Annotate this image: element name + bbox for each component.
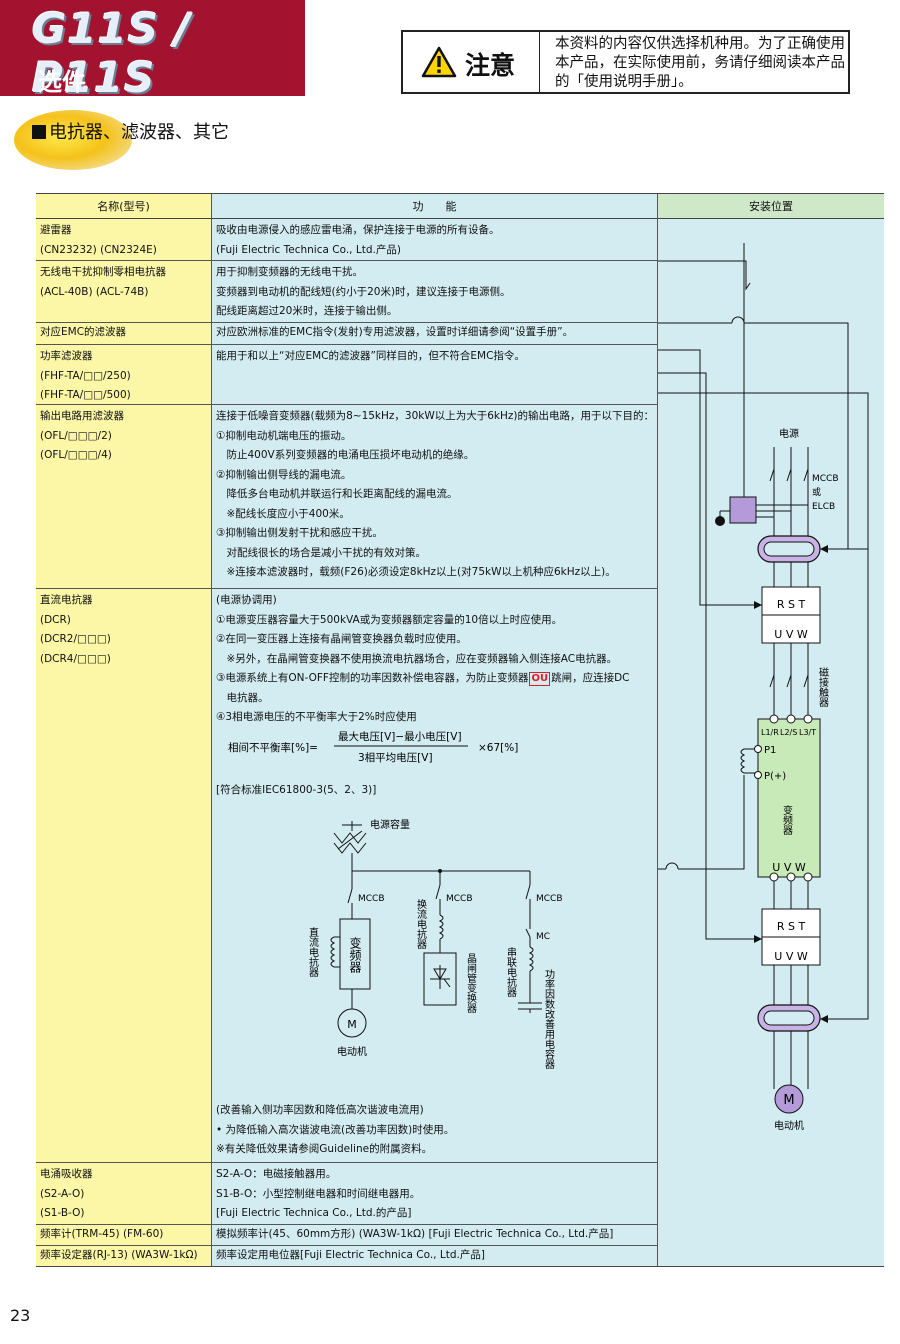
- table-row: 电涌吸收器 (S2-A-O) (S1-B-O) S2-A-O：电磁接触器用。 S…: [36, 1163, 658, 1225]
- l3t-label: L3/T: [799, 728, 816, 737]
- formula-rhs: ×67[%]: [478, 742, 518, 754]
- table-row: 直流电抗器 (DCR) (DCR2/□□□) (DCR4/□□□) (电源协调用…: [36, 589, 658, 1163]
- rst-label: R S T: [777, 598, 806, 611]
- section-decoration: [14, 110, 132, 170]
- row-name: 无线电干扰抑制零相电抗器 (ACL-40B) (ACL-74B): [36, 261, 212, 322]
- uvw-label: U V W: [774, 628, 808, 641]
- p1-label: P1: [764, 745, 776, 756]
- mccb-label: MCCB: [358, 894, 385, 904]
- row-function: S2-A-O：电磁接触器用。 S1-B-O：小型控制继电器和时间继电器用。 [F…: [212, 1163, 658, 1224]
- mccb-label: MCCB: [446, 894, 473, 904]
- motor-label: 电动机: [337, 1045, 367, 1058]
- row-function: 对应欧洲标准的EMC指令(发射)专用滤波器，设置时详细请参阅“设置手册”。: [212, 323, 658, 344]
- install-diagram: 电源 MCCB 或 ELCB R S T U V W 磁接触器 L1/R L2/…: [658, 243, 869, 1132]
- brand-banner: G11S / P11S 选件: [0, 0, 305, 102]
- row-name: 避雷器 (CN23232) (CN2324E): [36, 219, 212, 260]
- table-row: 避雷器 (CN23232) (CN2324E) 吸收由电源侵入的感应雷电涌，保护…: [36, 219, 658, 261]
- inverter-label: 变频器: [348, 936, 362, 974]
- mccb-label: MCCB: [812, 474, 839, 484]
- caution-label: 注意: [465, 51, 516, 80]
- table-row: 频率计(TRM-45) (FM-60) 模拟频率计(45、60mm方形) (WA…: [36, 1225, 658, 1246]
- table-bottom-rule: [36, 1266, 884, 1267]
- inverter-label: 变频器: [781, 804, 793, 836]
- mc-label: MC: [536, 932, 550, 942]
- warning-icon: [421, 46, 457, 78]
- power-label: 电源: [779, 427, 799, 440]
- table-row: 频率设定器(RJ-13) (WA3W-1kΩ) 频率设定用电位器[Fuji El…: [36, 1246, 658, 1266]
- unbalance-formula: 相间不平衡率[%]= 最大电压[V]−最小电压[V] 3相平均电压[V] ×67…: [228, 730, 518, 764]
- table-row: 无线电干扰抑制零相电抗器 (ACL-40B) (ACL-74B) 用于抑制变频器…: [36, 261, 658, 323]
- header-install: 安装位置: [658, 193, 884, 219]
- formula-numerator: 最大电压[V]−最小电压[V]: [338, 730, 462, 743]
- row-function: 连接于低噪音变频器(载频为8~15kHz，30kW以上为大于6kHz)的输出电路…: [212, 405, 658, 588]
- table-row: 功率滤波器 (FHF-TA/□□/250) (FHF-TA/□□/500) 能用…: [36, 345, 658, 405]
- motor-label: 电动机: [774, 1119, 804, 1132]
- table-row: 输出电路用滤波器 (OFL/□□□/2) (OFL/□□□/4) 连接于低噪音变…: [36, 405, 658, 589]
- row-name: 对应EMC的滤波器: [36, 323, 212, 344]
- row-name: 功率滤波器 (FHF-TA/□□/250) (FHF-TA/□□/500): [36, 345, 212, 404]
- dc-reactor-diagram: 电源容量 MCCB MCCB MCCB MC M 电动机 直流电抗器 变频器 换…: [307, 819, 563, 1070]
- contactor-label: 磁接触器: [817, 666, 829, 708]
- header-name: 名称(型号): [36, 193, 212, 219]
- mccb-label: MCCB: [536, 894, 563, 904]
- rst-label: R S T: [777, 920, 806, 933]
- row-name: 直流电抗器 (DCR) (DCR2/□□□) (DCR4/□□□): [36, 589, 212, 1162]
- thyristor-converter-label: 晶闸管变换器: [465, 953, 477, 1014]
- motor-symbol: M: [347, 1018, 357, 1031]
- table-row: 对应EMC的滤波器 对应欧洲标准的EMC指令(发射)专用滤波器，设置时详细请参阅…: [36, 323, 658, 345]
- commutation-reactor-label: 换流电抗器: [415, 898, 427, 950]
- row-name: 输出电路用滤波器 (OFL/□□□/2) (OFL/□□□/4): [36, 405, 212, 588]
- caution-notice: 注意 本资料的内容仅供选择机种用。为了正确使用本产品，在实际使用前，务请仔细阅读…: [401, 30, 850, 94]
- header-function: 功 能: [212, 193, 658, 219]
- l2s-label: L2/S: [780, 728, 797, 737]
- page-number: 23: [10, 1306, 31, 1325]
- motor-symbol: M: [783, 1093, 794, 1108]
- elcb-label: ELCB: [812, 502, 835, 512]
- l1r-label: L1/R: [761, 728, 779, 737]
- section-title: 电抗器、滤波器、其它: [32, 118, 229, 144]
- ou-trip-display: OU: [529, 672, 551, 686]
- caution-label-box: 注意: [403, 32, 540, 92]
- row-function: 吸收由电源侵入的感应雷电涌，保护连接于电源的所有设备。 (Fuji Electr…: [212, 219, 658, 260]
- power-capacity-label: 电源容量: [370, 819, 410, 831]
- row-function: (电源协调用) ①电源变压器容量大于500kVA或为变频器额定容量的10倍以上时…: [212, 589, 658, 1162]
- row-name: 频率计(TRM-45) (FM-60): [36, 1225, 212, 1245]
- row-name: 频率设定器(RJ-13) (WA3W-1kΩ): [36, 1246, 212, 1266]
- or-label: 或: [812, 486, 821, 498]
- options-subtitle: 选件: [38, 68, 86, 96]
- install-position-panel: 电源 MCCB 或 ELCB R S T U V W 磁接触器 L1/R L2/…: [658, 219, 884, 1266]
- dc-reactor-bottom-notes: (改善输入侧功率因数和降低高次谐波电流用) • 为降低输入高次谐波电流(改善功率…: [216, 1104, 455, 1155]
- row-name: 电涌吸收器 (S2-A-O) (S1-B-O): [36, 1163, 212, 1224]
- formula-lhs: 相间不平衡率[%]=: [228, 741, 318, 754]
- row-function: 模拟频率计(45、60mm方形) (WA3W-1kΩ) [Fuji Electr…: [212, 1225, 658, 1245]
- product-model-title: G11S / P11S: [32, 4, 192, 102]
- dc-reactor-label: 直流电抗器: [307, 926, 319, 978]
- pf-capacitor-label: 功率因数改善用电容器: [543, 969, 555, 1070]
- formula-denominator: 3相平均电压[V]: [358, 751, 433, 764]
- uvw-label: U V W: [774, 950, 808, 963]
- uvw-label: U V W: [772, 861, 806, 874]
- row-function: 能用于和以上“对应EMC的滤波器”同样目的，但不符合EMC指令。: [212, 345, 658, 404]
- row-function: 频率设定用电位器[Fuji Electric Technica Co., Ltd…: [212, 1246, 658, 1266]
- caution-text: 本资料的内容仅供选择机种用。为了正确使用本产品，在实际使用前，务请仔细阅读本产品…: [555, 36, 845, 90]
- standard-note: [符合标准IEC61800-3(5、2、3)]: [216, 784, 377, 796]
- p-plus-label: P(+): [764, 771, 786, 782]
- row-function: 用于抑制变频器的无线电干扰。 变频器到电动机的配线短(约小于20米)时，建议连接…: [212, 261, 658, 322]
- bullet-square-icon: [32, 125, 46, 139]
- series-reactor-label: 串联电抗器: [505, 947, 517, 998]
